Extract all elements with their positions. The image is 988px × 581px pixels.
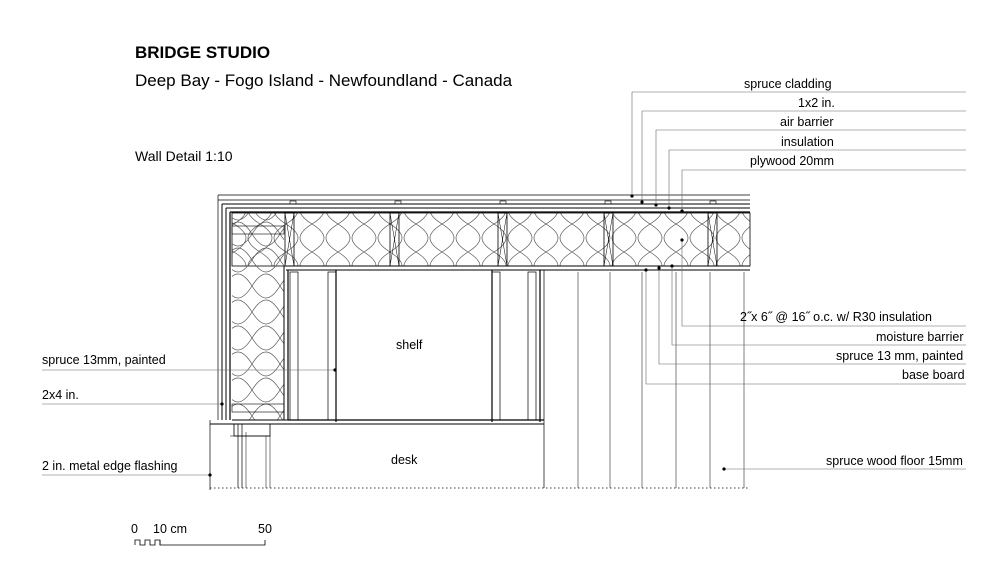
roof-assembly [218, 194, 751, 271]
location-subtitle: Deep Bay - Fogo Island - Newfoundland - … [135, 71, 513, 90]
leader-lines [42, 91, 966, 476]
label-1x2: 1x2 in. [798, 96, 835, 110]
floor-boards [210, 272, 750, 489]
room-label-desk: desk [391, 453, 418, 467]
label-spruce-painted-left: spruce 13mm, painted [42, 353, 166, 367]
shelf-framing [209, 270, 545, 490]
page-title: BRIDGE STUDIO [135, 43, 271, 62]
label-base-board: base board [902, 368, 965, 382]
scale-label-50: 50 [258, 522, 272, 536]
detail-scale-caption: Wall Detail 1:10 [135, 148, 233, 164]
label-spruce-floor: spruce wood floor 15mm [826, 454, 963, 468]
label-plywood: plywood 20mm [750, 154, 835, 168]
label-air-barrier: air barrier [780, 115, 834, 129]
label-insulation: insulation [781, 135, 834, 149]
label-spruce-painted-right: spruce 13 mm, painted [836, 349, 964, 363]
label-moisture-barrier: moisture barrier [876, 330, 964, 344]
scale-bar [134, 539, 266, 546]
room-label-shelf: shelf [396, 338, 423, 352]
label-spruce-cladding: spruce cladding [744, 77, 832, 91]
label-2x4: 2x4 in. [42, 388, 79, 402]
label-flashing: 2 in. metal edge flashing [42, 459, 178, 473]
leader-dots [208, 194, 726, 477]
wall-assembly [217, 195, 289, 421]
label-studs: 2˝x 6˝ @ 16˝ o.c. w/ R30 insulation [740, 310, 932, 324]
scale-label-0: 0 [131, 522, 138, 536]
scale-label-10: 10 cm [153, 522, 188, 536]
